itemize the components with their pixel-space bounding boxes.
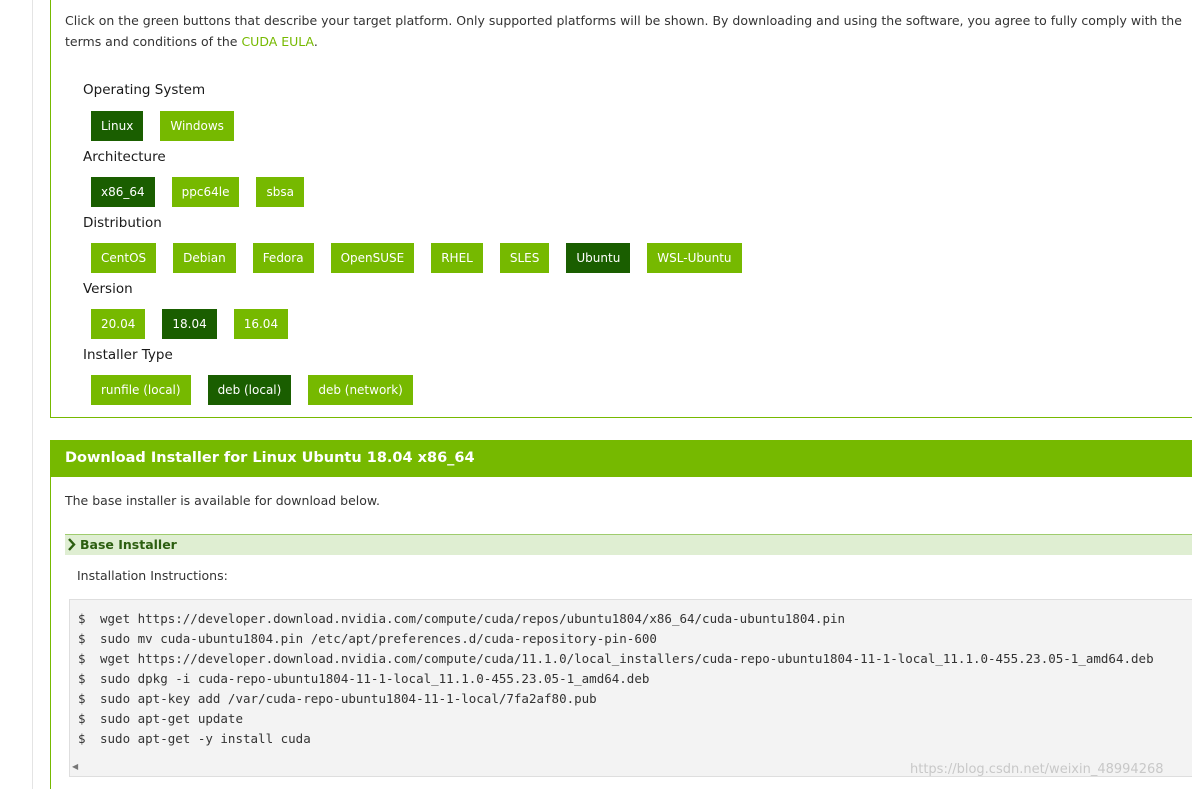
installer-buttons: runfile (local) deb (local) deb (network) xyxy=(91,375,413,405)
command-text: wget https://developer.download.nvidia.c… xyxy=(100,611,846,626)
installer-option-button[interactable]: runfile (local) xyxy=(91,375,191,405)
prompt-symbol: $ xyxy=(78,651,86,666)
os-option-button[interactable]: Linux xyxy=(91,111,144,141)
command-text: sudo mv cuda-ubuntu1804.pin /etc/apt/pre… xyxy=(100,631,657,646)
os-label: Operating System xyxy=(83,82,206,98)
command-line: $ sudo dpkg -i cuda-repo-ubuntu1804-11-1-… xyxy=(78,669,649,689)
intro-text-main: Click on the green buttons that describe… xyxy=(65,13,1182,49)
installation-instructions-label: Installation Instructions: xyxy=(77,568,228,583)
arch-option-button[interactable]: sbsa xyxy=(256,177,304,207)
distro-label: Distribution xyxy=(83,215,162,231)
command-line: $ sudo mv cuda-ubuntu1804.pin /etc/apt/pr… xyxy=(78,629,657,649)
command-line: $ wget https://developer.download.nvidia.… xyxy=(78,609,845,629)
command-text: sudo apt-get -y install cuda xyxy=(100,731,311,746)
base-installer-title: Base Installer xyxy=(80,537,177,552)
distro-option-button[interactable]: CentOS xyxy=(91,243,157,273)
command-code-block[interactable]: $ wget https://developer.download.nvidia.… xyxy=(69,599,1192,777)
distro-option-button[interactable]: SLES xyxy=(499,243,550,273)
page-left-rule xyxy=(32,0,33,789)
base-installer-note: The base installer is available for down… xyxy=(65,493,380,508)
cuda-eula-link[interactable]: CUDA EULA xyxy=(241,34,314,49)
arch-label: Architecture xyxy=(83,149,166,165)
prompt-symbol: $ xyxy=(78,631,86,646)
distro-option-button[interactable]: OpenSUSE xyxy=(330,243,415,273)
command-line: $ sudo apt-get -y install cuda xyxy=(78,729,311,749)
distro-option-button[interactable]: Ubuntu xyxy=(566,243,631,273)
distro-option-button[interactable]: Debian xyxy=(173,243,236,273)
os-option-button[interactable]: Windows xyxy=(160,111,234,141)
installer-label: Installer Type xyxy=(83,347,173,363)
version-option-button[interactable]: 16.04 xyxy=(233,309,289,339)
prompt-symbol: $ xyxy=(78,691,86,706)
command-line: $ wget https://developer.download.nvidia.… xyxy=(78,649,1154,669)
os-buttons: Linux Windows xyxy=(91,111,234,141)
command-text: wget https://developer.download.nvidia.c… xyxy=(100,651,1154,666)
version-option-button[interactable]: 18.04 xyxy=(162,309,217,339)
prompt-symbol: $ xyxy=(78,671,86,686)
prompt-symbol: $ xyxy=(78,731,86,746)
intro-text-end: . xyxy=(313,34,318,49)
command-text: sudo apt-get update xyxy=(100,711,243,726)
arch-option-button[interactable]: ppc64le xyxy=(171,177,240,207)
chevron-right-icon xyxy=(67,535,77,559)
command-line: $ sudo apt-key add /var/cuda-repo-ubuntu1… xyxy=(78,689,597,709)
prompt-symbol: $ xyxy=(78,711,86,726)
base-installer-toggle[interactable]: Base Installer xyxy=(65,534,1192,555)
installer-option-button[interactable]: deb (network) xyxy=(308,375,413,405)
command-line: $ sudo apt-get update xyxy=(78,709,243,729)
version-option-button[interactable]: 20.04 xyxy=(91,309,146,339)
command-text: sudo apt-key add /var/cuda-repo-ubuntu18… xyxy=(100,691,597,706)
scroll-left-arrow-icon[interactable]: ◀ xyxy=(72,762,79,771)
distro-option-button[interactable]: Fedora xyxy=(252,243,314,273)
arch-option-button[interactable]: x86_64 xyxy=(91,177,155,207)
platform-selector-panel: Click on the green buttons that describe… xyxy=(50,0,1192,418)
intro-text: Click on the green buttons that describe… xyxy=(65,10,1192,52)
command-text: sudo dpkg -i cuda-repo-ubuntu1804-11-1-l… xyxy=(100,671,650,686)
watermark: https://blog.csdn.net/weixin_48994268 xyxy=(910,762,1164,777)
download-header: Download Installer for Linux Ubuntu 18.0… xyxy=(51,440,1192,477)
download-panel: Download Installer for Linux Ubuntu 18.0… xyxy=(50,440,1192,789)
arch-buttons: x86_64 ppc64le sbsa xyxy=(91,177,304,207)
version-label: Version xyxy=(83,281,133,297)
distro-buttons: CentOS Debian Fedora OpenSUSE RHEL SLES Ubuntu… xyxy=(91,243,742,273)
prompt-symbol: $ xyxy=(78,611,86,626)
version-buttons: 20.04 18.04 16.04 xyxy=(91,309,289,339)
distro-option-button[interactable]: WSL-Ubuntu xyxy=(647,243,742,273)
installer-option-button[interactable]: deb (local) xyxy=(207,375,292,405)
distro-option-button[interactable]: RHEL xyxy=(431,243,483,273)
